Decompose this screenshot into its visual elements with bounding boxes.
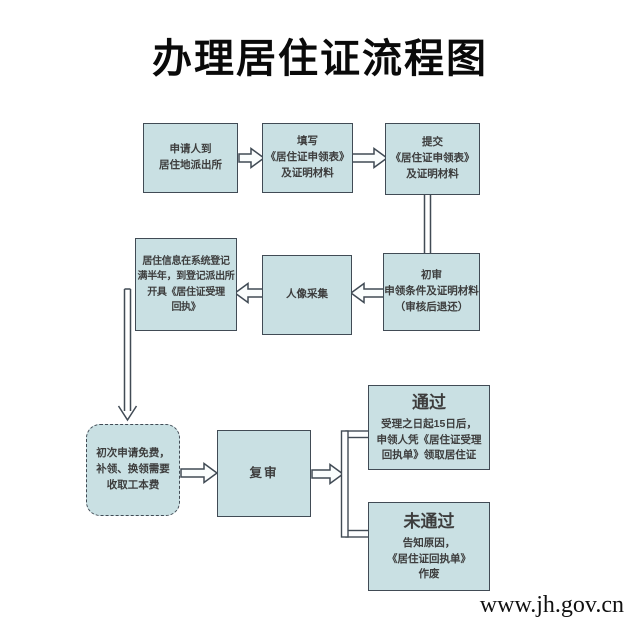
box-registration-receipt: 居住信息在系统登记 满半年，到登记派出所 开具《居住证受理 回执》 xyxy=(135,238,237,331)
box-first-review-text: 初审 申领条件及证明材料 （审核后退还） xyxy=(384,269,479,313)
branch-bracket-top-arm xyxy=(345,430,371,439)
box-registration-text: 居住信息在系统登记 满半年，到登记派出所 开具《居住证受理 回执》 xyxy=(137,255,235,314)
arrow-first-review-to-portrait xyxy=(349,282,385,304)
box-fail-title: 未通过 xyxy=(403,511,455,531)
connector-registration-to-fee xyxy=(123,288,132,411)
arrow-fill-to-submit xyxy=(351,147,389,169)
box-result-pass: 通过 受理之日起15日后， 申领人凭《居住证受理 回执单》领取居住证 xyxy=(368,385,490,470)
box-submit-application: 提交 《居住证申领表》 及证明材料 xyxy=(385,123,480,195)
arrow-re-review-to-branch xyxy=(311,463,345,485)
box-result-fail: 未通过 告知原因， 《居住证回执单》 作废 xyxy=(368,502,490,591)
box-pass-body: 受理之日起15日后， 申领人凭《居住证受理 回执单》领取居住证 xyxy=(376,417,482,462)
flowchart-title: 办理居住证流程图 xyxy=(152,36,488,81)
box-fill-application-form: 填写 《居住证申领表》 及证明材料 xyxy=(262,123,353,193)
box-apply-at-police-station: 申请人到 居住地派出所 xyxy=(143,123,238,193)
arrow-portrait-to-registration xyxy=(233,282,264,304)
box-fill-form-text: 填写 《居住证申领表》 及证明材料 xyxy=(265,135,350,179)
branch-bracket-bottom-arm xyxy=(345,529,371,538)
website-url: www.jh.gov.cn xyxy=(479,592,624,618)
box-re-review-text: 复审 xyxy=(249,466,279,481)
box-apply-text: 申请人到 居住地派出所 xyxy=(159,143,222,171)
branch-bracket-vertical xyxy=(340,430,349,538)
arrow-apply-to-fill xyxy=(238,147,266,169)
arrowhead-registration-to-fee xyxy=(117,405,138,422)
box-re-review: 复审 xyxy=(217,430,311,517)
box-portrait-capture: 人像采集 xyxy=(262,255,352,335)
box-first-review: 初审 申领条件及证明材料 （审核后退还） xyxy=(383,253,480,331)
box-fee-text: 初次申请免费， 补领、换领需要 收取工本费 xyxy=(96,447,170,491)
box-fail-body: 告知原因， 《居住证回执单》 作废 xyxy=(387,536,471,581)
box-fee-note: 初次申请免费， 补领、换领需要 收取工本费 xyxy=(86,424,180,516)
connector-submit-to-first-review xyxy=(423,193,432,254)
arrow-fee-to-re-review xyxy=(180,462,219,484)
box-portrait-text: 人像采集 xyxy=(286,288,328,301)
box-submit-text: 提交 《居住证申领表》 及证明材料 xyxy=(390,136,475,180)
box-pass-title: 通过 xyxy=(412,392,446,412)
